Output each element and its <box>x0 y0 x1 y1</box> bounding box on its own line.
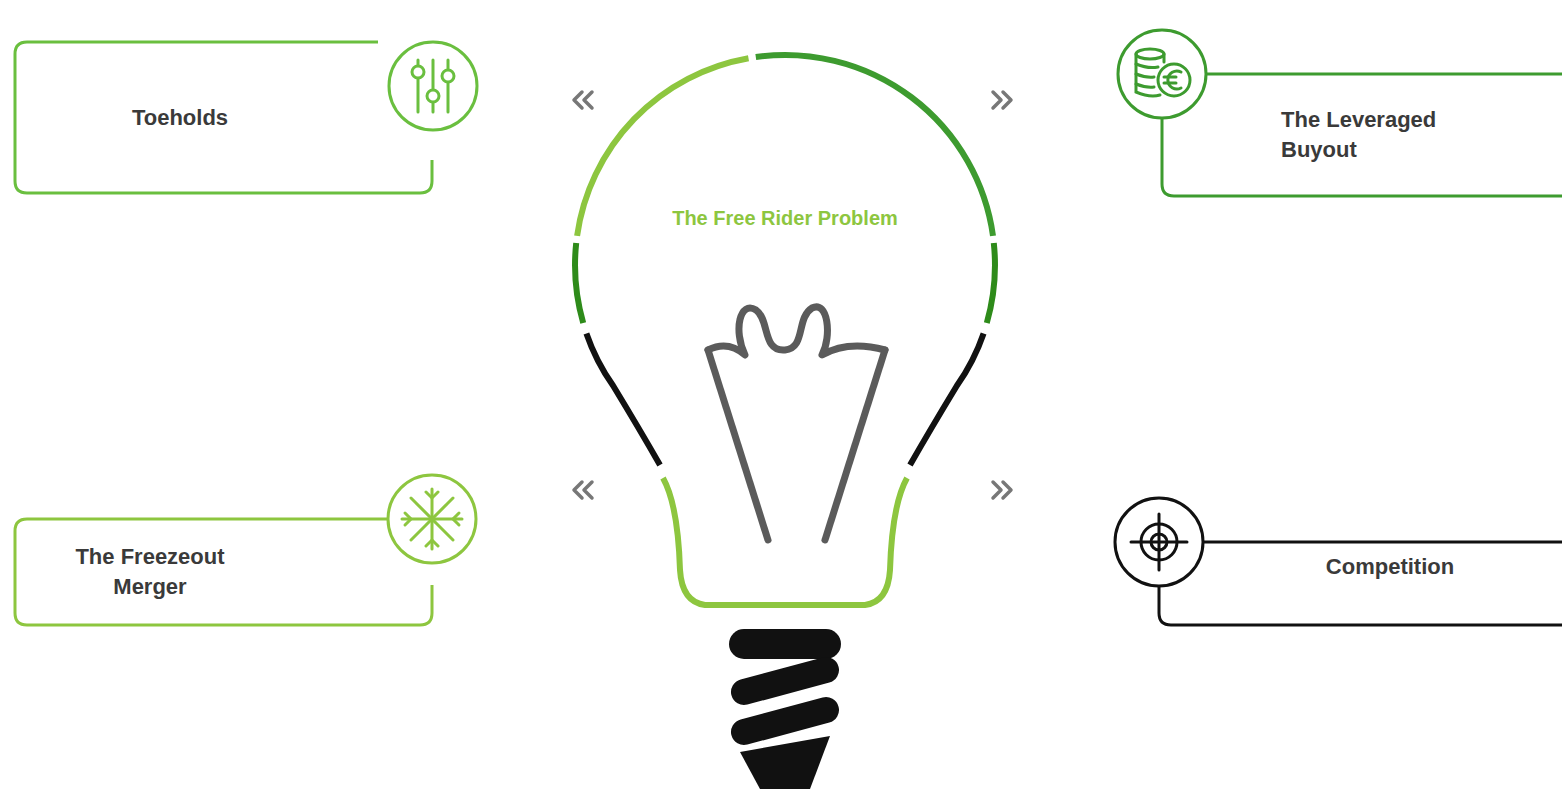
callout-outline <box>13 517 437 627</box>
callout-bracket <box>1162 74 1562 196</box>
node-label: Competition <box>1326 552 1454 582</box>
icon-circle <box>1115 498 1203 586</box>
node-label: The Freezeout Merger <box>65 542 235 602</box>
bulb-base <box>740 644 830 789</box>
text-area: The Freezeout Merger <box>65 519 235 625</box>
callout-bracket <box>15 519 432 625</box>
bulb-node: The Free Rider Problem <box>575 55 995 615</box>
node-label: The Free Rider Problem <box>672 203 898 233</box>
snowflake-icon <box>402 489 462 549</box>
icon-circle <box>388 475 476 563</box>
coins-icon <box>1136 49 1190 96</box>
callout-box: Competition <box>1157 540 1562 627</box>
text-area: The Free Rider Problem <box>635 200 935 236</box>
icon-circle <box>1118 30 1206 118</box>
bulb-filament <box>708 307 885 540</box>
callout-box: The Freezeout Merger <box>13 517 437 627</box>
bulb-outline <box>575 55 995 605</box>
target-icon <box>1131 514 1187 570</box>
node-label: Toeholds <box>132 103 228 133</box>
text-area: Competition <box>1290 542 1490 592</box>
callout-bracket <box>1159 542 1562 625</box>
sliders-icon <box>412 60 454 112</box>
callout-outline <box>1157 540 1562 627</box>
icon-circle <box>389 42 477 130</box>
node-label: The Leveraged Buyout <box>1281 105 1481 165</box>
callout-box: Toeholds <box>13 40 437 196</box>
callout-box: The Leveraged Buyout <box>1160 72 1562 198</box>
text-area: Toeholds <box>30 42 330 193</box>
callout-outline <box>1160 72 1562 198</box>
chevron-mark <box>574 92 1011 498</box>
callout-bracket <box>15 42 432 193</box>
text-area: The Leveraged Buyout <box>1281 74 1481 196</box>
